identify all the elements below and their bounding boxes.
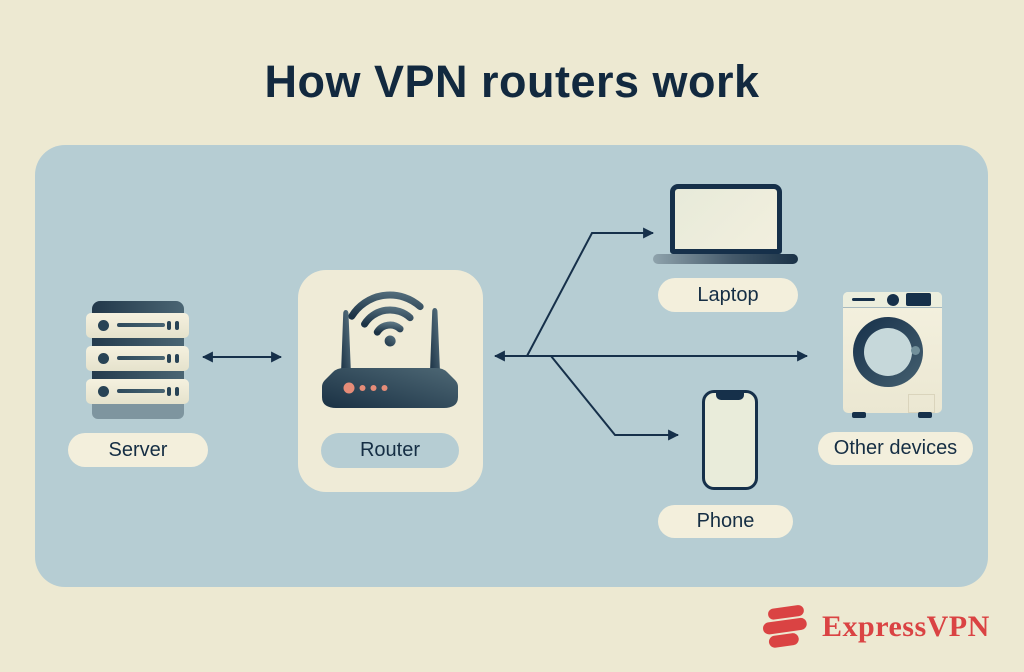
laptop-icon bbox=[670, 184, 782, 254]
phone-icon bbox=[702, 390, 758, 490]
server-port bbox=[175, 354, 179, 363]
washer-filter-hatch bbox=[908, 394, 935, 413]
phone-label-text: Phone bbox=[696, 510, 755, 532]
server-top-cap bbox=[91, 301, 184, 313]
laptop-base bbox=[653, 254, 798, 264]
washer-detergent-slot bbox=[852, 298, 875, 301]
server-led-icon bbox=[98, 320, 109, 331]
washer-knob bbox=[887, 294, 899, 306]
server-divider bbox=[91, 338, 184, 346]
phone-label: Phone bbox=[658, 505, 793, 538]
wifi-icon bbox=[348, 291, 424, 347]
server-base bbox=[91, 404, 184, 419]
other-devices-label: Other devices bbox=[818, 432, 973, 465]
server-port bbox=[167, 321, 171, 330]
washer-display bbox=[906, 293, 931, 306]
server-port bbox=[167, 354, 171, 363]
laptop-label-text: Laptop bbox=[697, 283, 759, 306]
router-leds bbox=[343, 382, 388, 394]
server-icon bbox=[86, 301, 189, 419]
router-antenna-left bbox=[341, 310, 351, 374]
washer-foot bbox=[918, 412, 932, 418]
expressvpn-logo-icon bbox=[763, 605, 807, 648]
server-led-icon bbox=[98, 386, 109, 397]
server-label: Server bbox=[68, 433, 208, 467]
server-unit bbox=[86, 313, 189, 338]
router-icon bbox=[322, 291, 458, 408]
server-unit bbox=[86, 379, 189, 404]
server-slot bbox=[117, 389, 165, 393]
laptop-label: Laptop bbox=[658, 278, 798, 312]
server-led-icon bbox=[98, 353, 109, 364]
washer-foot bbox=[852, 412, 866, 418]
washer-door-glass bbox=[864, 328, 912, 376]
server-label-text: Server bbox=[108, 438, 168, 461]
router-body bbox=[322, 368, 458, 408]
router-label-text: Router bbox=[359, 439, 421, 461]
server-unit bbox=[86, 346, 189, 371]
washing-machine-icon bbox=[843, 292, 942, 418]
server-port bbox=[175, 387, 179, 396]
server-slot bbox=[117, 356, 165, 360]
server-port bbox=[175, 321, 179, 330]
washer-door-handle bbox=[911, 346, 920, 355]
router-label: Router bbox=[321, 433, 459, 468]
server-port bbox=[167, 387, 171, 396]
other-devices-label-text: Other devices bbox=[833, 437, 958, 459]
diagram-panel bbox=[35, 145, 988, 587]
router-antenna-right bbox=[430, 308, 440, 372]
server-divider bbox=[91, 371, 184, 379]
brand-name: ExpressVPN bbox=[822, 610, 990, 643]
page-title: How VPN routers work bbox=[264, 56, 760, 107]
phone-notch bbox=[716, 392, 744, 400]
server-slot bbox=[117, 323, 165, 327]
brand-logo: ExpressVPN bbox=[760, 604, 990, 650]
